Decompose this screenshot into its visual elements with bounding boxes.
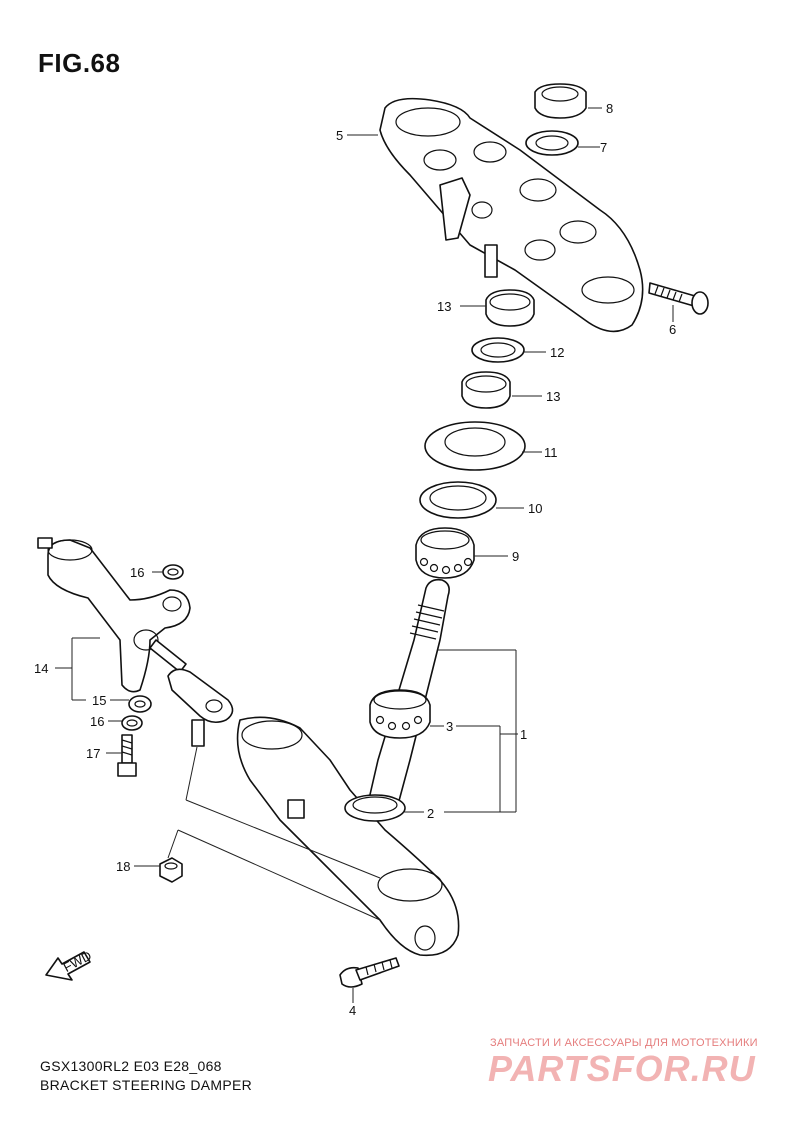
lower-bearing-part[interactable] [369,689,431,739]
watermark-tagline: ЗАПЧАСТИ И АКСЕССУАРЫ ДЛЯ МОТОТЕХНИКИ [490,1037,758,1049]
diagram-name-caption: BRACKET STEERING DAMPER [40,1077,253,1093]
damper-washer-lower-part[interactable] [121,715,143,731]
model-code-caption: GSX1300RL2 E03 E28_068 [40,1058,222,1074]
callout-8[interactable]: 8 [606,101,613,116]
upper-bracket-part[interactable] [379,97,644,333]
lock-nut-lower-part[interactable] [461,371,511,409]
steering-damper-part[interactable] [37,537,234,747]
callout-7[interactable]: 7 [600,140,607,155]
callout-4[interactable]: 4 [349,1003,356,1018]
figure-title: FIG.68 [38,48,121,78]
lower-bracket-bolt-part[interactable] [339,957,400,988]
lock-nut-upper-part[interactable] [485,289,535,327]
damper-bushing-part[interactable] [128,695,152,713]
lock-washer-part[interactable] [471,337,525,363]
callout-11[interactable]: 11 [544,445,558,460]
leader-lines [55,107,674,1003]
callout-15[interactable]: 15 [92,693,106,708]
bearing-race-part[interactable] [419,481,497,519]
upper-bracket-bolt-part[interactable] [648,282,709,315]
callout-6[interactable]: 6 [669,322,676,337]
steering-stem-nut-part[interactable] [534,83,587,119]
fwd-label: FWD [61,948,94,975]
forward-direction-arrow: FWD [45,948,94,981]
washer-part[interactable] [525,130,579,156]
callout-2[interactable]: 2 [427,806,434,821]
watermark-logo: PARTSFOR.RU [488,1048,756,1089]
lower-bracket-steering-stem-part[interactable] [236,578,460,957]
damper-nut-part[interactable] [159,857,183,883]
callout-1[interactable]: 1 [520,727,527,742]
lower-dust-seal-part[interactable] [344,794,406,822]
callout-16-lower[interactable]: 16 [90,714,104,729]
callout-13-upper[interactable]: 13 [437,299,451,314]
callout-5[interactable]: 5 [336,128,343,143]
callout-9[interactable]: 9 [512,549,519,564]
callout-16-upper[interactable]: 16 [130,565,144,580]
callout-17[interactable]: 17 [86,746,100,761]
callout-13-lower[interactable]: 13 [546,389,560,404]
damper-bolt-part[interactable] [117,734,137,777]
callout-12[interactable]: 12 [550,345,564,360]
callout-3[interactable]: 3 [446,719,453,734]
callout-10[interactable]: 10 [528,501,542,516]
callout-14[interactable]: 14 [34,661,48,676]
damper-washer-upper-part[interactable] [162,564,184,580]
upper-bearing-part[interactable] [415,527,475,579]
callout-18[interactable]: 18 [116,859,130,874]
dust-seal-part[interactable] [424,421,526,471]
